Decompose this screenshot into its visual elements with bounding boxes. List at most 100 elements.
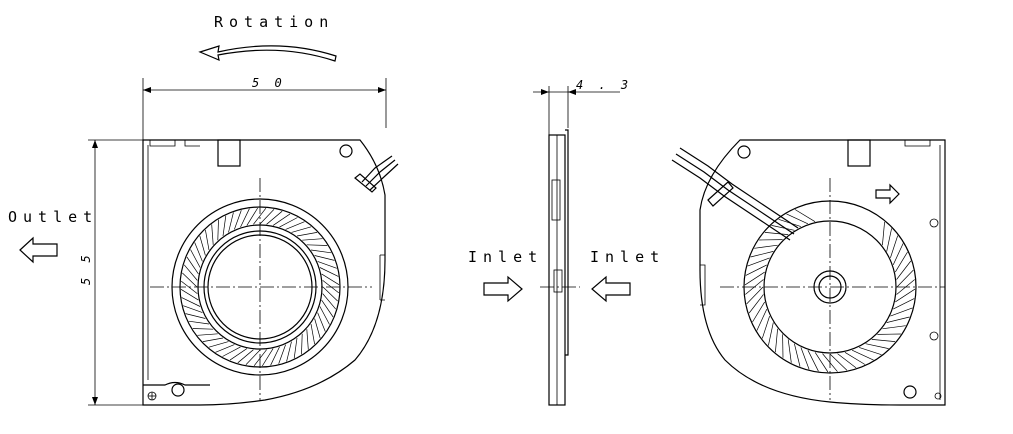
blade-line [259, 209, 275, 225]
blade-line [896, 260, 912, 280]
blade-line [186, 256, 199, 275]
blade-line [266, 210, 283, 225]
blade-line [865, 343, 889, 349]
blade-line [270, 346, 280, 366]
blade-line [291, 226, 312, 233]
blade-line [306, 329, 309, 350]
blade-line [296, 232, 318, 237]
impeller-blades [180, 207, 340, 367]
blade-line [754, 244, 778, 249]
inlet-right-arrow-icon [591, 275, 631, 303]
blade-line [321, 273, 340, 285]
blade-line [317, 261, 337, 269]
blade-line [794, 209, 816, 222]
blade-line [188, 320, 210, 325]
side-view: 4 . 3 [533, 78, 632, 406]
inlet-right-label: Inlet [590, 248, 665, 266]
back-view [671, 139, 946, 406]
blade-line [185, 313, 206, 319]
blade-line [895, 288, 916, 303]
blade-line [279, 217, 298, 228]
blade-line [319, 306, 330, 325]
outlet-label: Outlet [8, 208, 98, 226]
blade-line [807, 350, 819, 372]
blade-line [794, 343, 801, 367]
height-dimension-text: 5 5 [79, 251, 93, 285]
blade-line [278, 344, 286, 364]
blade-line [886, 228, 892, 252]
blade-line [310, 323, 315, 345]
blade-line [800, 347, 810, 370]
blade-line [222, 346, 241, 357]
thickness-dimension-text: 4 . 3 [576, 78, 632, 92]
blade-line [322, 286, 338, 302]
blade-line [253, 207, 267, 225]
blade-line [240, 208, 250, 228]
blade-line [851, 349, 874, 361]
blade-line [882, 325, 906, 330]
blade-line [787, 339, 792, 363]
rotation-arrow-icon [198, 45, 337, 62]
blade-line [319, 267, 339, 277]
blade-line [322, 293, 337, 310]
blade-line [228, 212, 234, 233]
blade-line [208, 341, 229, 348]
blade-line [262, 348, 274, 367]
blade-line [895, 251, 908, 273]
blade-line [245, 349, 261, 365]
blade-line [768, 322, 774, 346]
back-flow-arrow-icon [875, 183, 900, 205]
blade-line [752, 301, 765, 323]
blade-line [764, 232, 789, 235]
blade-line [314, 255, 335, 261]
blade-line [293, 337, 298, 359]
blade-line [310, 249, 332, 254]
blade-line [272, 213, 291, 226]
blade-line [882, 221, 885, 246]
blade-line [746, 286, 764, 305]
blade-line [190, 249, 201, 268]
blade-line [314, 318, 321, 339]
blade-line [750, 251, 774, 258]
blade-line [756, 308, 768, 331]
blade-line [858, 347, 882, 356]
blade-line [744, 271, 765, 286]
blade-line [837, 353, 857, 369]
blade-line [192, 328, 214, 330]
blade-line [747, 257, 770, 267]
blade-line [183, 305, 203, 313]
blade-line [771, 225, 795, 231]
blade-line [786, 213, 809, 225]
blade-line [775, 328, 778, 353]
blade-line [197, 333, 218, 336]
outlet-arrow-icon [19, 236, 58, 264]
blade-line [302, 238, 323, 241]
impeller-blades-back [744, 209, 916, 373]
width-dimension-text: 5 0 [252, 76, 286, 90]
blade-line [321, 299, 334, 318]
blade-line [778, 218, 802, 227]
blade-line [829, 353, 848, 371]
blade-line [896, 269, 914, 288]
blade-line [844, 352, 866, 365]
blade-line [211, 224, 214, 245]
blade-line [229, 348, 248, 361]
blade-line [180, 289, 199, 301]
blade-line [317, 312, 326, 332]
blade-line [237, 349, 254, 364]
blade-line [890, 235, 899, 259]
blade-line [886, 316, 910, 323]
blade-line [890, 307, 913, 317]
blade-line [194, 242, 203, 262]
blade-line [748, 294, 764, 314]
blade-line [893, 298, 915, 310]
blade-line [182, 272, 198, 288]
blade-line [871, 339, 896, 342]
blade-line [285, 221, 305, 230]
blade-line [202, 337, 224, 342]
blade-line [814, 352, 829, 373]
blade-line [761, 315, 770, 339]
blade-line [301, 333, 303, 355]
